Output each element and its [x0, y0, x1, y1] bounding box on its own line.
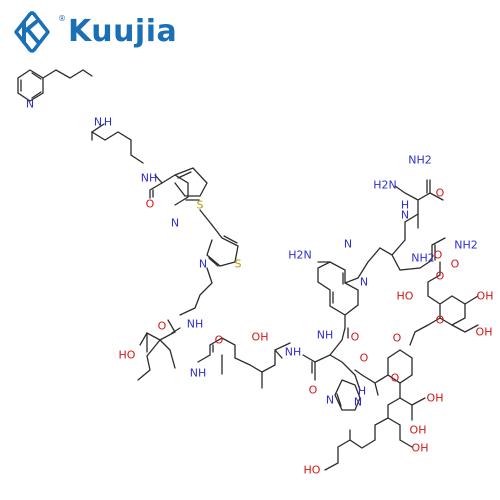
- amine-nitrogen-label: N: [94, 116, 102, 129]
- pyrimidine-amide-oxygen-label: O: [351, 331, 360, 344]
- val-nh-label: NH: [285, 346, 302, 359]
- sugar2-ring-oxygen-label: O: [391, 372, 400, 385]
- glycosidic-oxygen-1-label: O: [393, 332, 402, 345]
- amide-oxygen-top-label: O: [146, 198, 155, 211]
- top-amide-nh2-label: NH2: [408, 154, 432, 167]
- sugar2-hydroxyl-b-label: OH: [410, 424, 427, 437]
- glycosidic-oxygen-2-label: O: [360, 352, 369, 365]
- thr-nh-label: NH: [190, 367, 207, 380]
- registered-mark: ®: [58, 14, 66, 23]
- chain-nh-label: NH: [187, 318, 204, 331]
- thr-hydroxyl-label: HO: [119, 349, 136, 362]
- link-amine-nitrogen-label: N: [401, 209, 409, 222]
- carbamoyl-ring-oxygen-label: O: [436, 270, 445, 283]
- sugar2-hydroxyl-d-label: HO: [304, 464, 321, 477]
- carbamoyl-oxygen-label: O: [451, 258, 460, 271]
- sugar1-hydroxyl-b-label: HO: [397, 290, 414, 303]
- bonds: [17, 69, 479, 471]
- amine-hydrogen-label: H: [104, 116, 112, 129]
- kuujia-logo: ® Kuujia: [8, 8, 177, 56]
- sugar1-hydroxyl-c-label: OH: [476, 326, 493, 339]
- carbamoyl-nh2-label: NH2: [454, 239, 478, 252]
- thiazole2-nitrogen-label: N: [199, 258, 207, 271]
- top-amide-oxygen-label: O: [436, 187, 445, 200]
- pyrimidine-nitrogen-2-label: N: [360, 276, 368, 289]
- sugar1-hydroxyl-a-label: OH: [477, 290, 494, 303]
- amide2-oxygen-label: O: [434, 249, 443, 262]
- amide2-nh2-label: NH2: [411, 252, 435, 265]
- his-nh-label: NH: [317, 329, 334, 342]
- sugar2-hydroxyl-c-label: OH: [412, 442, 429, 455]
- imidazole-nh-nitrogen-label: N: [354, 396, 362, 409]
- top-amine-h2n-label: H2N: [373, 179, 397, 192]
- amide-nh-top-label: NH: [141, 172, 158, 185]
- his-oxygen-label: O: [309, 384, 318, 397]
- sugar1-ring-oxygen-label: O: [436, 314, 445, 327]
- imidazole-nitrogen-label: N: [326, 394, 334, 407]
- pyrimidine-amine-label: H2N: [288, 249, 312, 262]
- sugar2-hydroxyl-a-label: OH: [427, 392, 444, 405]
- val-oxygen-label: O: [215, 334, 224, 347]
- brand-name: Kuujia: [68, 14, 178, 49]
- atom-labels: N N H NH O S N S N NH O HO NH O OH NH O …: [26, 98, 494, 477]
- pyridine-nitrogen-label: N: [26, 98, 34, 111]
- val-hydroxyl-label: OH: [252, 331, 269, 344]
- link-amine-hydrogen-label: H: [401, 199, 409, 212]
- imidazole-hydrogen-label: H: [358, 385, 366, 398]
- thiazole1-sulfur-label: S: [197, 199, 204, 212]
- thr-oxygen-label: O: [158, 320, 167, 333]
- pyrimidine-nitrogen-1-label: N: [344, 238, 352, 251]
- thiazole1-nitrogen-label: N: [171, 217, 179, 230]
- thiazole2-sulfur-label: S: [235, 258, 242, 271]
- kuujia-logo-icon: [14, 11, 50, 53]
